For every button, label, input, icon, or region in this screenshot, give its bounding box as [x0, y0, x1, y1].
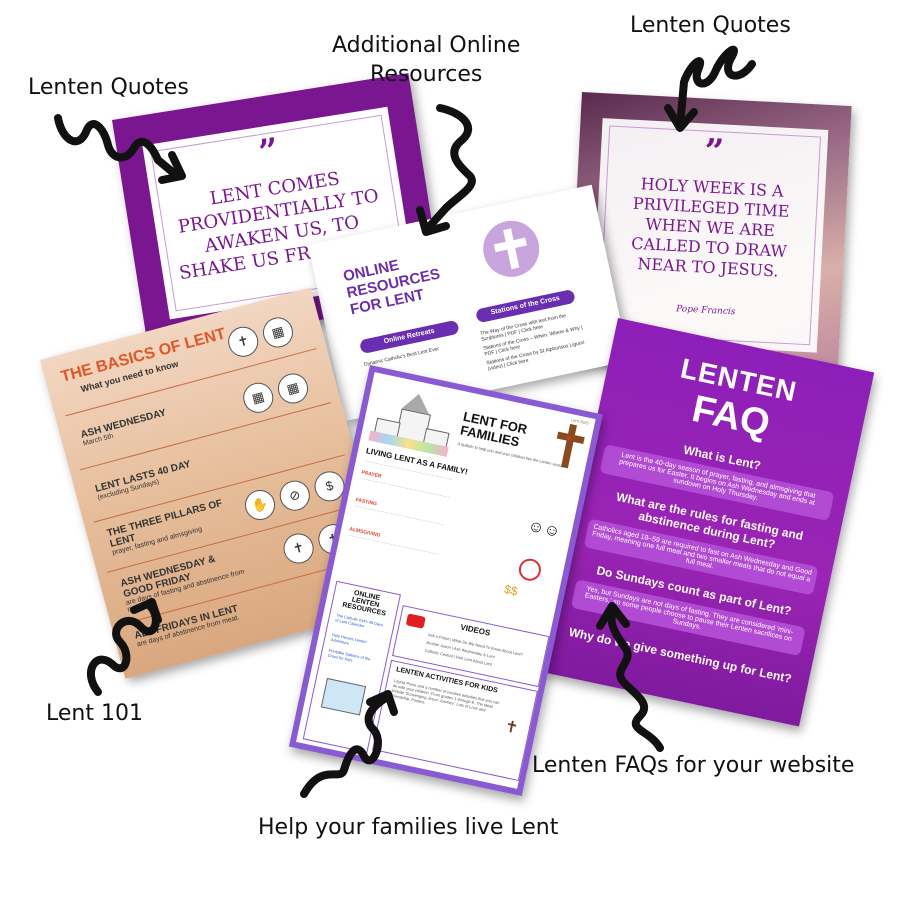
online-resources-title: ONLINE RESOURCES FOR LENT: [341, 256, 442, 319]
cross-icon: ✝: [280, 530, 317, 567]
calendar-icon: ▦: [259, 314, 297, 351]
quote-mark-icon: ”: [703, 131, 725, 173]
label-lent-101: Lent 101: [46, 701, 143, 726]
almsgiving-text: ········································…: [347, 532, 439, 557]
basics-item: ASH WEDNESDAY March 5th: [80, 407, 170, 447]
no-food-icon: [516, 556, 543, 583]
quote-text: HOLY WEEK IS A PRIVILEGED TIME WHEN WE A…: [630, 174, 790, 281]
label-lenten-faqs: Lenten FAQs for your website: [532, 753, 855, 778]
praying-hands-icon: ✋: [241, 486, 279, 524]
cross-icon: ✝: [224, 323, 262, 361]
coins-icon: $$: [502, 581, 519, 599]
quote-author: Pope Francis: [675, 304, 736, 318]
label-help-families: Help your families live Lent: [258, 815, 559, 840]
church-illustration-icon: [368, 384, 459, 459]
youtube-icon: [405, 613, 426, 629]
label-lenten-quotes-left: Lenten Quotes: [28, 75, 189, 100]
label-lenten-quotes-right: Lenten Quotes: [630, 13, 791, 38]
basics-item: LENT LASTS 40 DAY (excluding Sundays): [94, 459, 194, 502]
laptop-icon: [320, 677, 367, 716]
children-illustration-icon: ☺☺: [526, 517, 562, 541]
fasting-icon: ⊘: [276, 477, 314, 515]
squiggle-arrow-icon: [424, 104, 476, 232]
cross-icon: [478, 215, 545, 283]
label-additional-online-resources: Additional Online Resources: [332, 33, 521, 87]
cross-icon: ✝: [503, 718, 520, 738]
basics-item: THE THREE PILLARS OF LENT prayer, fastin…: [106, 498, 229, 557]
lenten-faq-card: LENTEN FAQ What is Lent? Lent is the 40-…: [542, 318, 875, 727]
calendar-icon: ▦: [274, 370, 312, 407]
calendar-icon: ▦: [239, 379, 277, 417]
videos-header: VIDEOS: [459, 622, 492, 638]
